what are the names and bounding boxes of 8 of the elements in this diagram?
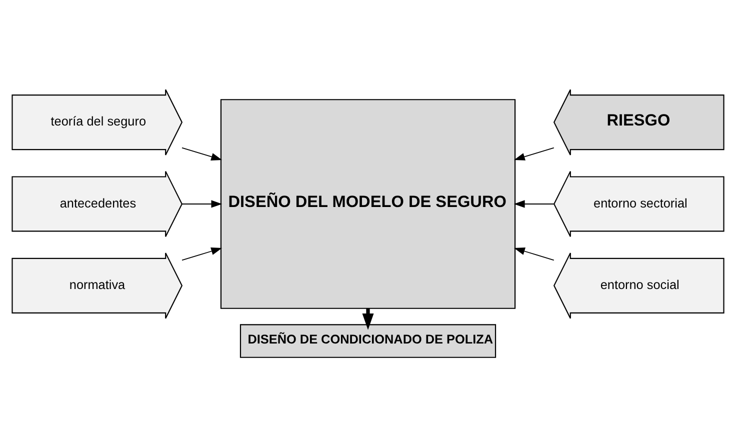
arrow	[514, 200, 554, 208]
arrow	[514, 147, 554, 160]
arrow	[182, 147, 222, 160]
node-box: DISEÑO DEL MODELO DE SEGURO	[220, 99, 516, 309]
arrow	[182, 248, 222, 261]
arrow	[182, 200, 222, 208]
node-box: DISEÑO DE CONDICIONADO DE POLIZA	[240, 324, 496, 358]
arrow	[514, 248, 554, 261]
